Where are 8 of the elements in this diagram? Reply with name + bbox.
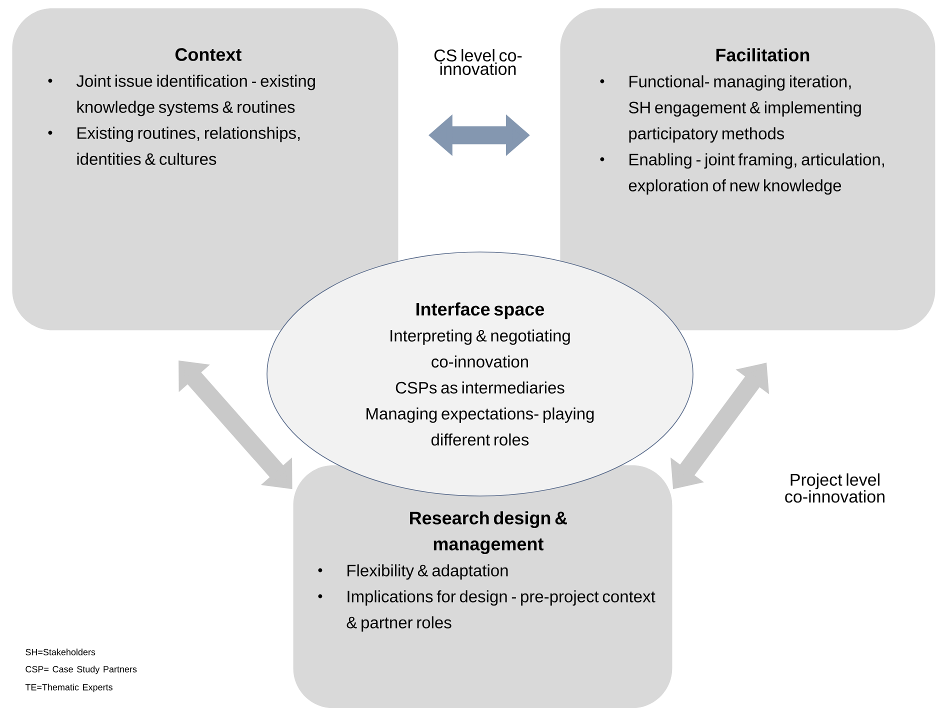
research-design-box: Research design & management Flexibility & adaptation Implications for design - pre-project context & partner roles	[293, 465, 672, 708]
abbreviation-note: TE=Thematic Experts	[25, 684, 112, 692]
abbreviation-note: SH=Stakeholders	[26, 648, 96, 656]
abbreviation-note: CSP= Case Study Partners	[26, 666, 137, 674]
facilitation-box: Facilitation Functional- managing iteration, SH engagement & implementing participatory methods Enabling - joint framing, articulation, exploration of new knowledge	[560, 8, 936, 330]
level-label: Project level co-innovation	[785, 473, 884, 503]
level-label: CS level co-innovation	[434, 49, 522, 75]
context-box: Context Joint issue identification - existing knowledge systems & routines Existing routines, relationships, identities & cultures	[12, 8, 398, 330]
